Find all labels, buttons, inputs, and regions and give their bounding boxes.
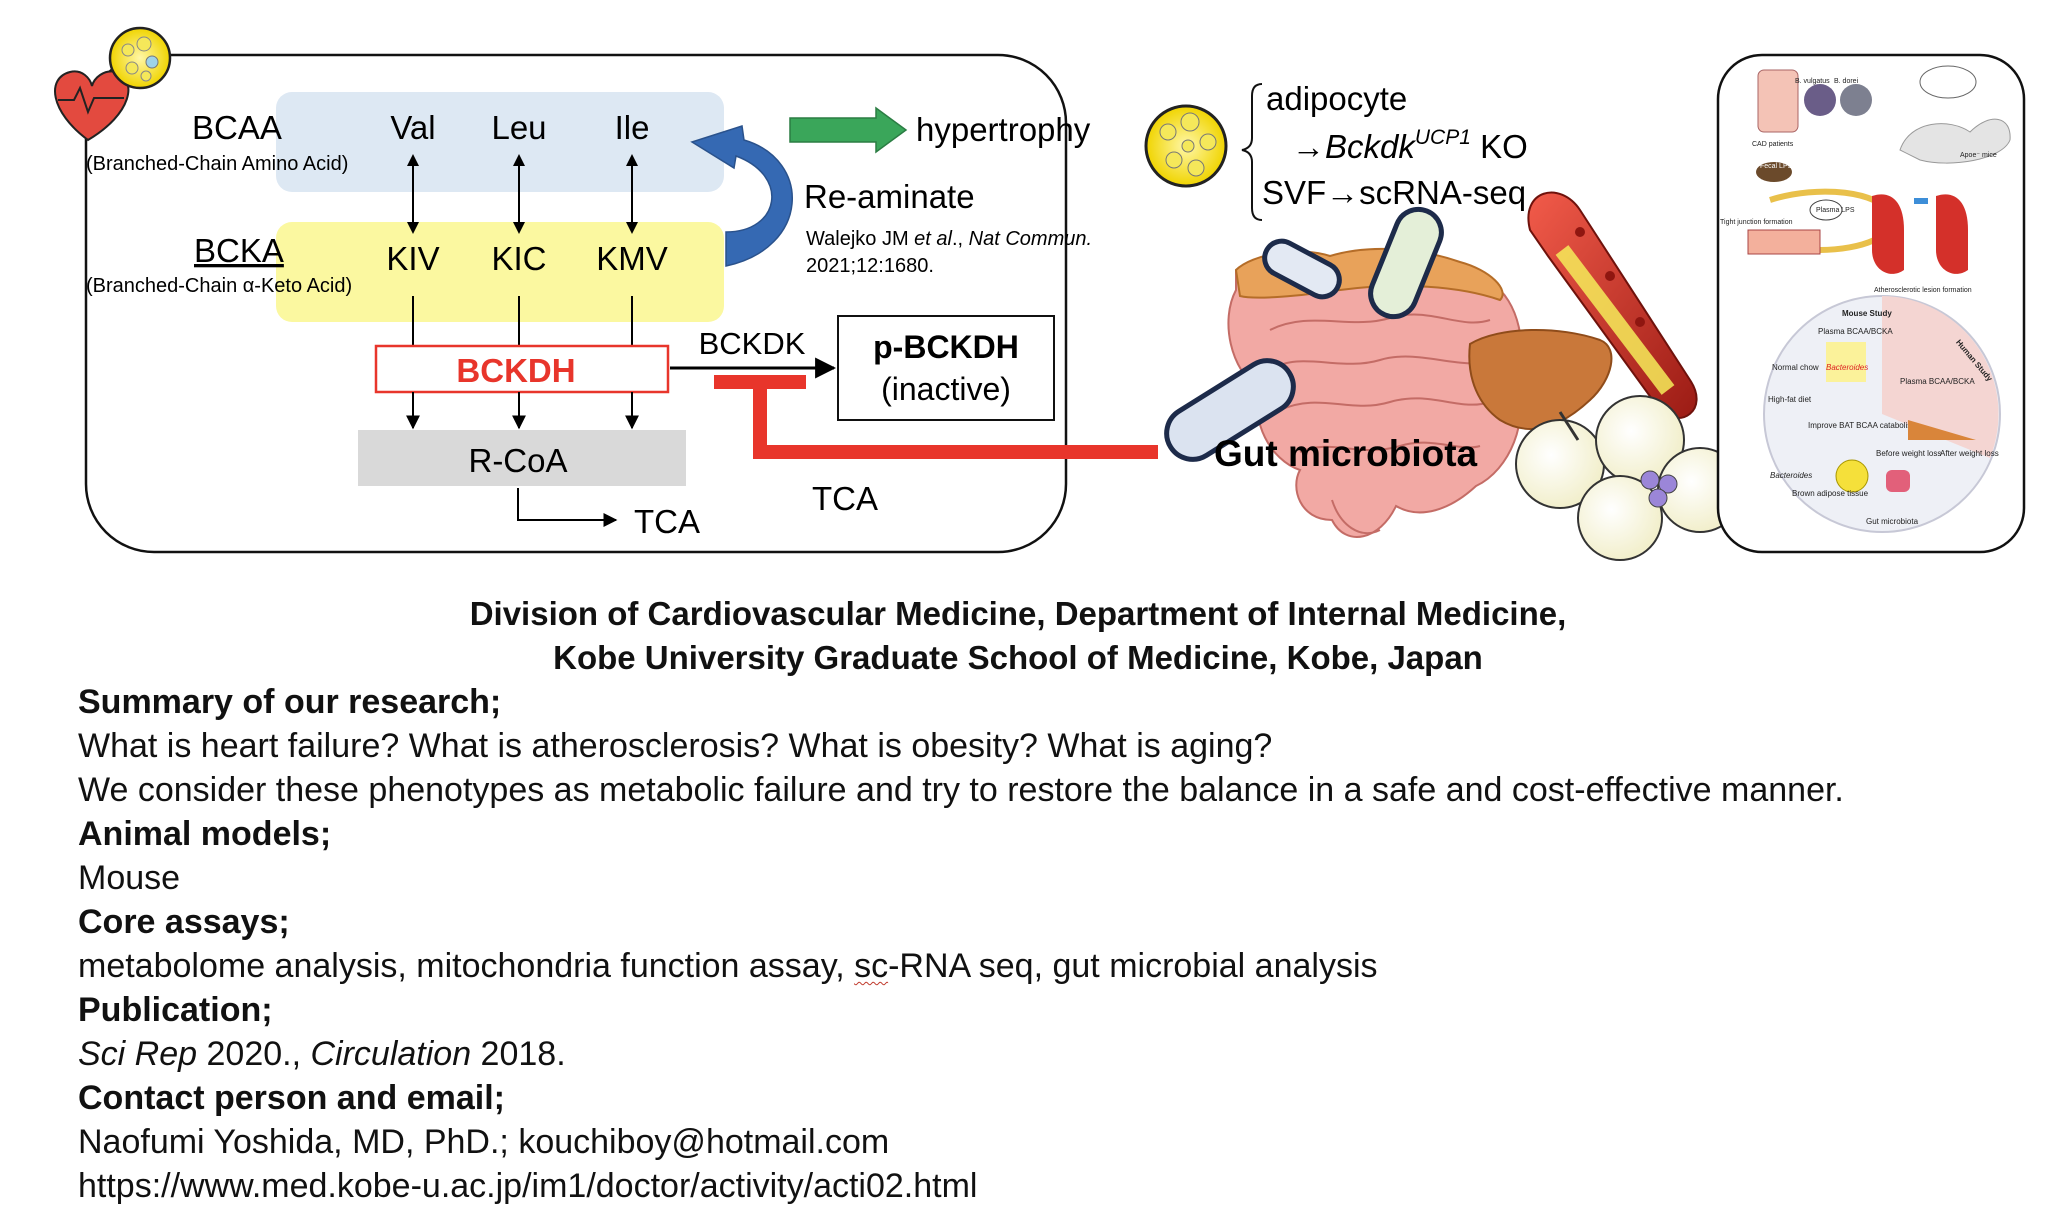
amino-acid-val: Val	[390, 109, 435, 146]
heart-icon	[54, 70, 130, 142]
tca-right-label: TCA	[812, 480, 878, 517]
contact-text: Naofumi Yoshida, MD, PhD.; kouchiboy@hot…	[78, 1123, 890, 1161]
bcka-label: BCKA	[194, 232, 284, 269]
bcaa-label: BCAA	[192, 109, 282, 146]
thumbnail-top: B. vulgatus B. dorei CAD patients Apoe⁻ …	[1720, 65, 2011, 294]
bacterium-2	[1262, 238, 1342, 300]
reaminate-arrow	[690, 125, 793, 267]
bcaa-full: (Branched-Chain Amino Acid)	[86, 153, 348, 175]
department-line2: Kobe University Graduate School of Medic…	[553, 639, 1483, 676]
pbckdh-line2: (inactive)	[881, 371, 1011, 407]
rcoa-box	[358, 430, 686, 486]
svg-text:B. vulgatus: B. vulgatus	[1795, 78, 1830, 85]
core-assays-text: metabolome analysis, mitochondria functi…	[78, 947, 1378, 985]
figure-svg: BCAA (Branched-Chain Amino Acid) BCKA (B…	[54, 26, 2026, 561]
svg-text:CAD patients: CAD patients	[1752, 141, 1794, 148]
publication-heading: Publication;	[78, 991, 273, 1029]
adipocyte-icon	[1144, 104, 1228, 188]
svg-text:Tight junction formation: Tight junction formation	[1720, 219, 1793, 226]
svg-text:Plasma LPS: Plasma LPS	[1816, 207, 1855, 214]
adipocyte-icon-small	[108, 26, 172, 90]
publication-text: Sci Rep 2020., Circulation 2018.	[78, 1035, 566, 1073]
reaminate-label: Re-aminate	[804, 178, 975, 215]
rcoa-tca-arrow	[517, 488, 618, 527]
tca-left-label: TCA	[634, 503, 700, 540]
adipocyte-label: adipocyte	[1266, 80, 1407, 117]
svg-text:Improve BAT BCAA catabolism: Improve BAT BCAA catabolism	[1808, 421, 1918, 430]
animal-models-heading: Animal models;	[78, 815, 332, 853]
pbckdh-box	[837, 315, 1055, 421]
keto-acid-kic: KIC	[491, 240, 546, 277]
bckdk-label: BCKDK	[699, 326, 806, 361]
hypertrophy-arrow	[789, 106, 908, 154]
core-assays-heading: Core assays;	[78, 903, 290, 941]
svg-text:Bacteroides: Bacteroides	[1770, 471, 1812, 480]
svg-text:Atherosclerotic lesion formati: Atherosclerotic lesion formation	[1874, 287, 1972, 294]
svg-text:Plasma BCAA/BCKA: Plasma BCAA/BCKA	[1900, 377, 1975, 386]
svg-text:Brown adipose tissue: Brown adipose tissue	[1792, 489, 1869, 498]
thumbnail-bottom: Mouse Study Human Study Plasma BCAA/BCKA…	[1763, 295, 2001, 533]
keto-acid-band	[276, 222, 724, 322]
bckdk-ko-label: →BckdkUCP1 KO	[1292, 126, 1528, 165]
department-line1: Division of Cardiovascular Medicine, Dep…	[469, 595, 1567, 632]
rcoa-label: R-CoA	[468, 442, 567, 479]
svg-text:Apoe⁻ mice: Apoe⁻ mice	[1960, 152, 1997, 159]
description-block: Division of Cardiovascular Medicine, Dep…	[78, 592, 2038, 1208]
keto-acid-kiv: KIV	[386, 240, 439, 277]
svg-text:Plasma BCAA/BCKA: Plasma BCAA/BCKA	[1818, 327, 1893, 336]
bracket	[1241, 83, 1263, 221]
svg-text:Normal chow: Normal chow	[1772, 363, 1819, 372]
pbckdh-line1: p-BCKDH	[873, 329, 1019, 365]
svg-text:B. dorei: B. dorei	[1834, 78, 1859, 85]
bacterium-1	[1164, 358, 1296, 462]
contact-heading: Contact person and email;	[78, 1079, 505, 1117]
bckdh-box	[374, 344, 670, 394]
pathway-frame	[84, 53, 1068, 554]
svg-text:Gut microbiota: Gut microbiota	[1866, 517, 1919, 526]
liver-illustration	[1468, 329, 1613, 431]
amino-acid-leu: Leu	[491, 109, 546, 146]
gut-microbiota-label: Gut microbiota	[1214, 433, 1478, 474]
summary-line1: What is heart failure? What is atheroscl…	[78, 727, 1273, 765]
svg-text:High-fat diet: High-fat diet	[1768, 395, 1812, 404]
amino-acid-ile: Ile	[615, 109, 650, 146]
keto-acid-kmv: KMV	[596, 240, 668, 277]
summary-heading: Summary of our research;	[78, 683, 502, 721]
inhibition-bar	[753, 382, 1158, 459]
amino-acid-band	[276, 92, 724, 192]
citation-line2: 2021;12:1680.	[806, 255, 934, 277]
summary-line2: We consider these phenotypes as metaboli…	[78, 771, 1844, 809]
svg-text:Before weight loss: Before weight loss	[1876, 449, 1941, 458]
svg-text:Mouse Study: Mouse Study	[1842, 309, 1892, 318]
fat-cell-cluster	[1515, 395, 1743, 561]
lab-url[interactable]: https://www.med.kobe-u.ac.jp/im1/doctor/…	[78, 1167, 978, 1205]
graphical-abstract: BCAA (Branched-Chain Amino Acid) BCKA (B…	[0, 0, 2048, 570]
bcka-full: (Branched-Chain α-Keto Acid)	[86, 275, 352, 297]
bacterium-3	[1368, 206, 1444, 320]
svf-label: SVF→scRNA-seq	[1262, 174, 1526, 211]
hypertrophy-label: hypertrophy	[916, 111, 1091, 148]
animal-models-text: Mouse	[78, 859, 181, 897]
bckdh-label: BCKDH	[456, 352, 575, 389]
citation-line1: Walejko JM et al., Nat Commun.	[806, 228, 1092, 250]
svg-text:Fecal LPS: Fecal LPS	[1760, 163, 1793, 170]
svg-text:After weight loss: After weight loss	[1940, 449, 1999, 458]
svg-text:Bacteroides: Bacteroides	[1826, 363, 1868, 372]
